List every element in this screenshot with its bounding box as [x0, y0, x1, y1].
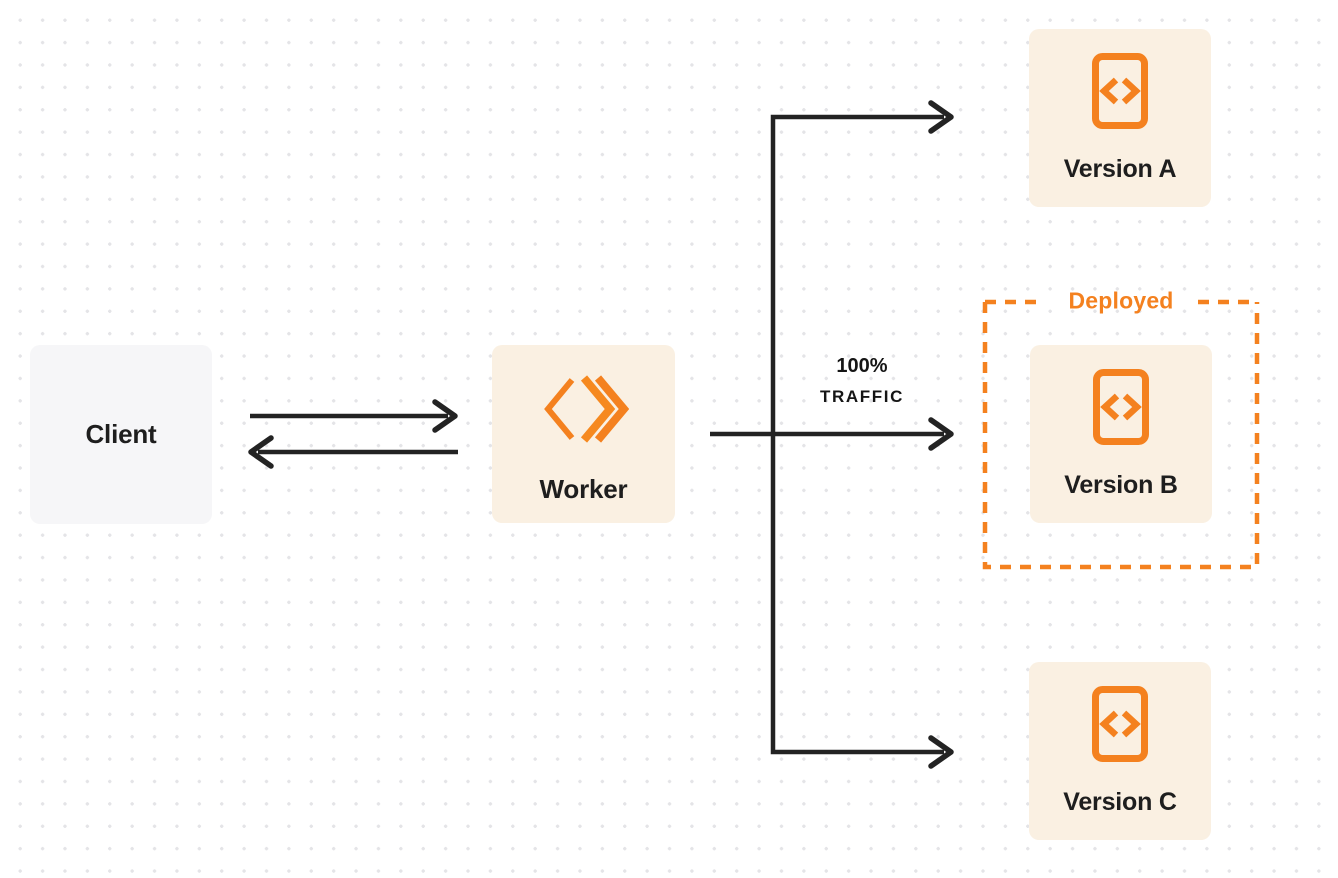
version-a-node: Version A — [1029, 29, 1211, 207]
traffic-word: TRAFFIC — [820, 387, 904, 406]
traffic-percent: 100% — [836, 355, 888, 377]
traffic-label: 100% TRAFFIC — [820, 355, 904, 407]
version-c-label: Version C — [1063, 788, 1177, 816]
deployed-group-label: Deployed — [1068, 287, 1174, 314]
code-file-icon — [1092, 53, 1148, 129]
version-b-label: Version B — [1064, 471, 1178, 499]
edge-worker-to-version-b-arrowhead — [928, 417, 954, 451]
client-node: Client — [30, 345, 212, 524]
edge-to-version-c-arrowhead — [928, 735, 954, 769]
version-a-label: Version A — [1063, 155, 1177, 183]
cloudflare-workers-logo-icon — [543, 375, 629, 443]
edge-branch-trunk — [770, 114, 944, 755]
version-c-node: Version C — [1029, 662, 1211, 840]
code-file-icon — [1092, 686, 1148, 762]
worker-node: Worker — [492, 345, 675, 523]
version-b-node: Version B — [1030, 345, 1212, 523]
edge-worker-to-client-arrowhead — [248, 435, 274, 469]
client-label: Client — [85, 419, 157, 449]
edge-client-to-worker-arrowhead — [432, 399, 458, 433]
worker-label: Worker — [539, 474, 628, 504]
edge-to-version-a-arrowhead — [928, 100, 954, 134]
code-file-icon — [1093, 369, 1149, 445]
